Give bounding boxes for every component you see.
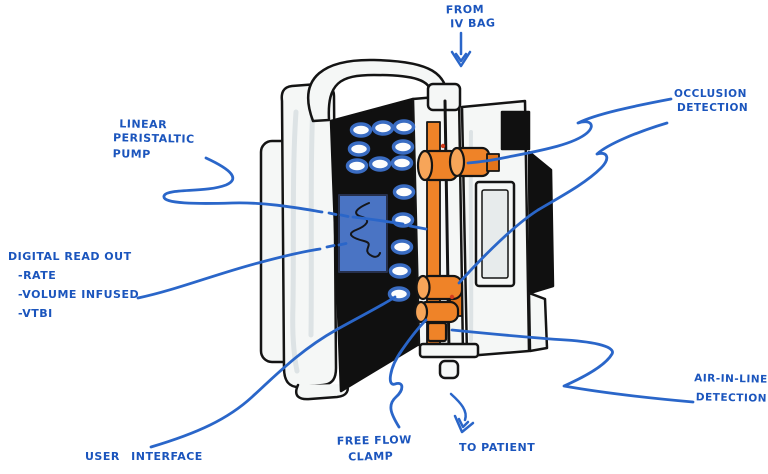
label-user-interface: USER INTERFACE bbox=[85, 450, 203, 464]
screen-waveform-squiggle bbox=[349, 202, 381, 258]
label-to-patient: TO PATIENT bbox=[459, 441, 535, 455]
annotation-lines bbox=[136, 31, 695, 449]
leader-occlusion-bottom bbox=[457, 121, 669, 285]
door-bottom-edge bbox=[527, 291, 549, 353]
pump-left-foot bbox=[294, 382, 349, 401]
label-air-in-line-detection: AIR-IN-LINE DETECTION bbox=[694, 371, 768, 405]
label-text: FREE FLOW bbox=[336, 433, 412, 448]
side-panel-shading bbox=[290, 99, 316, 374]
label-text: DIGITAL READ OUT bbox=[8, 250, 132, 263]
label-text: DETECTION bbox=[695, 391, 768, 405]
label-text: TO PATIENT bbox=[459, 441, 536, 454]
leader-linear-pump bbox=[162, 156, 428, 231]
label-text: AIR-IN-LINE bbox=[694, 372, 768, 386]
door-opening-shadow bbox=[527, 150, 555, 295]
leader-user-interface bbox=[149, 295, 397, 449]
pump-base-platform bbox=[418, 342, 480, 359]
door-window bbox=[481, 189, 509, 279]
air-in-line-sensor-block bbox=[426, 321, 448, 343]
label-text: -RATE bbox=[18, 269, 57, 282]
label-text: USER INTERFACE bbox=[85, 450, 203, 463]
label-free-flow-clamp: FREE FLOW CLAMP bbox=[337, 433, 413, 465]
label-occlusion-detection: OCCLUSION DETECTION bbox=[674, 87, 748, 115]
keypad-buttons bbox=[345, 119, 416, 302]
label-text: PUMP bbox=[112, 147, 151, 161]
pump-mechanism-rollers bbox=[413, 274, 464, 343]
arrow-to-patient bbox=[449, 392, 475, 434]
label-text: -VOLUME INFUSED bbox=[18, 288, 140, 301]
label-text: FROM bbox=[445, 2, 485, 17]
label-text: -VTBI bbox=[18, 307, 53, 320]
label-text: CLAMP bbox=[348, 449, 394, 464]
leader-occlusion-top bbox=[466, 97, 673, 165]
label-text: OCCLUSION bbox=[674, 88, 747, 100]
door-latch-recess bbox=[500, 110, 531, 151]
label-digital-read-out: DIGITAL READ OUT -RATE -VOLUME INFUSED -… bbox=[8, 250, 139, 321]
arrow-from-iv-bag bbox=[450, 31, 472, 68]
label-text: PERISTALTIC bbox=[112, 131, 195, 146]
label-from-iv-bag: FROM IV BAG bbox=[446, 2, 496, 31]
leader-free-flow-clamp bbox=[388, 318, 428, 429]
display-screen bbox=[338, 194, 388, 273]
leader-digital-readout bbox=[136, 242, 348, 300]
pump-device bbox=[259, 58, 555, 401]
label-linear-peristaltic-pump: LINEAR PERISTALTIC PUMP bbox=[113, 117, 195, 163]
tubing-clamp-knob bbox=[438, 359, 460, 380]
label-text: DETECTION bbox=[677, 102, 749, 114]
label-text: LINEAR bbox=[119, 117, 168, 132]
leader-air-in-line bbox=[450, 328, 695, 404]
label-text: IV BAG bbox=[450, 16, 496, 31]
